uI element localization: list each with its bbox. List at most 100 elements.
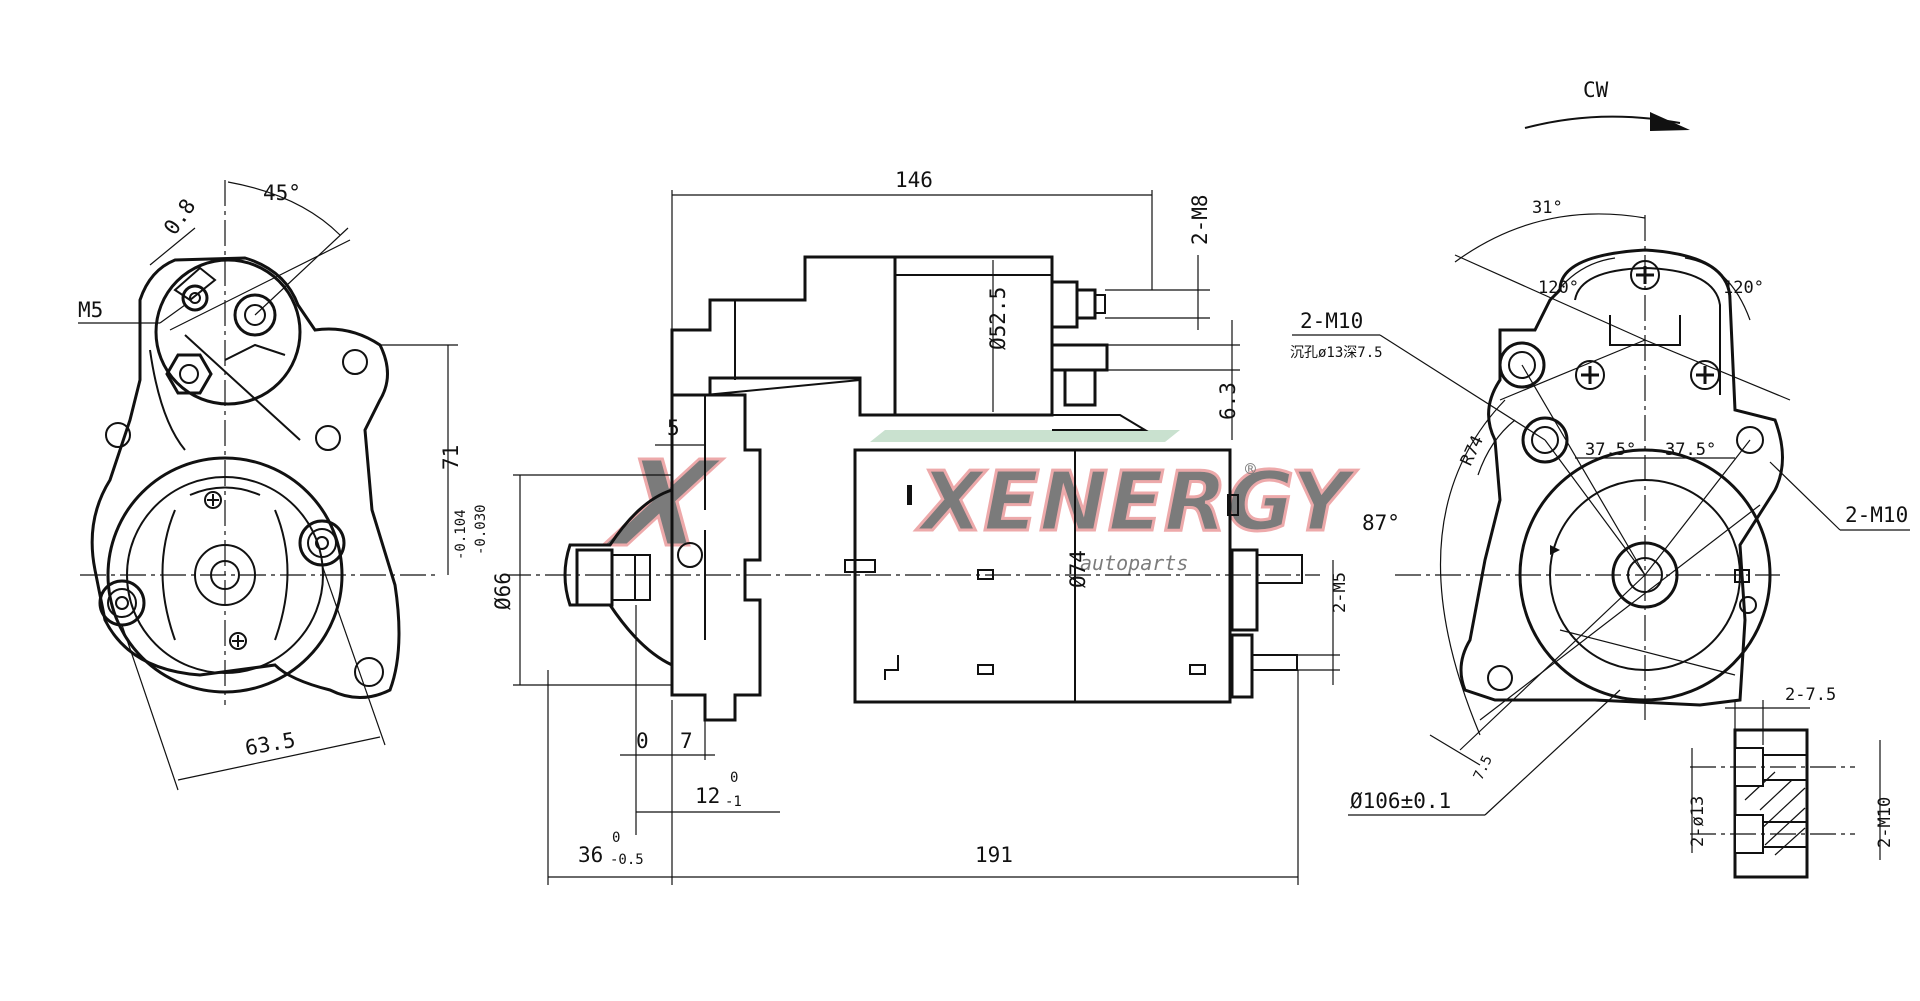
dim-120-left-label: 120° bbox=[1538, 278, 1579, 298]
rotation-indicator: CW bbox=[1524, 78, 1690, 131]
dim-106-leader bbox=[1484, 689, 1621, 816]
side-stud-block bbox=[1230, 633, 1254, 699]
dim-120-left-arc bbox=[1539, 257, 1616, 321]
left-hole-1 bbox=[105, 422, 131, 448]
side-terminal-1-stud bbox=[1094, 294, 1106, 314]
side-lever bbox=[704, 379, 861, 396]
section-detail: 2-7.5 2-ø13 2-M10 bbox=[1688, 685, 1895, 879]
left-slot-2 bbox=[274, 509, 289, 641]
watermark-stripe bbox=[870, 430, 1180, 442]
right-main-circle bbox=[1518, 448, 1772, 702]
right-screw-right-icon bbox=[1690, 360, 1720, 390]
right-screw-left-icon bbox=[1575, 360, 1605, 390]
side-terminal-1-head bbox=[1075, 288, 1097, 320]
right-arrow-marker bbox=[1550, 545, 1560, 555]
left-hole-4 bbox=[354, 657, 384, 687]
side-endcap-boss bbox=[1256, 554, 1303, 584]
dim-m5s-label: 2-M5 bbox=[1330, 572, 1350, 613]
left-screw-bottom-icon bbox=[229, 632, 247, 650]
dim-635-ext-right bbox=[321, 564, 386, 746]
left-hub-bore bbox=[210, 560, 240, 590]
side-pinion-collar bbox=[634, 554, 651, 601]
right-ref-line-2 bbox=[1544, 439, 1646, 576]
right-ref-line-3 bbox=[1644, 439, 1751, 576]
left-terminal-strap bbox=[173, 266, 217, 302]
side-stud bbox=[1251, 654, 1298, 671]
right-inner-circle bbox=[1549, 479, 1741, 671]
side-motor-body bbox=[853, 448, 1232, 704]
dim-191-label: 191 bbox=[975, 843, 1013, 867]
dim-m5-label: M5 bbox=[78, 298, 103, 322]
section-body bbox=[1733, 728, 1809, 879]
side-frame bbox=[670, 255, 897, 417]
dim-section-m10-label: 2-M10 bbox=[1875, 797, 1895, 848]
watermark-x-letter: X bbox=[596, 436, 728, 573]
rotation-arrowhead-icon bbox=[1650, 112, 1690, 131]
dim-31-label: 31° bbox=[1532, 198, 1563, 218]
left-hole-2 bbox=[342, 349, 368, 375]
left-screw-top-icon bbox=[204, 491, 222, 509]
side-slot-4 bbox=[1189, 664, 1206, 675]
right-ref-line-8 bbox=[1559, 629, 1736, 676]
right-hole-right bbox=[1736, 426, 1764, 454]
dim-75-line bbox=[1429, 734, 1481, 766]
dim-m8-label: 2-M8 bbox=[1188, 194, 1212, 245]
right-hub-bore bbox=[1627, 557, 1663, 593]
side-nose bbox=[563, 488, 673, 667]
dim-m10-right-label: 2-M10 bbox=[1845, 503, 1908, 527]
dim-36-label: 36 bbox=[578, 843, 603, 867]
dim-87-arc bbox=[1439, 399, 1506, 736]
left-housing-outline bbox=[90, 256, 401, 699]
side-slot-3 bbox=[977, 664, 994, 675]
watermark-sub: autoparts bbox=[1080, 551, 1188, 575]
side-slot-5 bbox=[884, 655, 899, 680]
left-solenoid-circle bbox=[154, 258, 302, 406]
side-tab bbox=[1227, 494, 1239, 516]
dim-45-arc bbox=[227, 181, 341, 236]
left-terminal-2-icon bbox=[165, 353, 213, 395]
right-housing-outline bbox=[1459, 248, 1784, 707]
left-main-circle bbox=[106, 456, 344, 694]
left-terminal-1-icon bbox=[233, 293, 277, 337]
dim-635-ext-left bbox=[121, 624, 179, 791]
side-pinion bbox=[575, 548, 614, 607]
dim-71-label: 71 bbox=[439, 445, 463, 470]
dim-m10-top-leader bbox=[1379, 334, 1546, 441]
dim-635-label: 63.5 bbox=[243, 728, 297, 760]
dim-section-13-label: 2-ø13 bbox=[1688, 796, 1708, 847]
side-bolt-head bbox=[677, 542, 703, 568]
side-frame-inner bbox=[734, 299, 805, 380]
left-slot-1 bbox=[161, 509, 176, 641]
side-solenoid bbox=[893, 255, 1054, 417]
dim-66-tol-lower: -0.104 bbox=[453, 509, 469, 560]
right-hole-bottom-left bbox=[1487, 665, 1513, 691]
left-slot-3 bbox=[189, 486, 261, 496]
dim-120-right-arc bbox=[1684, 257, 1751, 321]
side-endcap bbox=[1230, 548, 1259, 632]
side-slot-1 bbox=[907, 485, 912, 505]
dim-31-ext bbox=[1454, 254, 1646, 341]
left-terminal-3-icon bbox=[181, 284, 209, 312]
dim-66-tol-upper: -0.030 bbox=[473, 504, 489, 555]
dim-r74-arc bbox=[1477, 419, 1516, 476]
left-terminal-wire bbox=[224, 343, 286, 361]
dim-375-left-label: 37.5° bbox=[1585, 440, 1636, 460]
right-ref-line-1 bbox=[1521, 364, 1646, 576]
side-drive-housing bbox=[670, 330, 762, 722]
dim-12-tol-lower: -1 bbox=[725, 794, 742, 810]
side-view: 146 Ø52.5 2-M8 6.3 Ø74 bbox=[453, 168, 1350, 885]
right-ref-line-6 bbox=[1644, 339, 1791, 401]
side-brush-slot bbox=[844, 559, 876, 573]
dim-74-label: Ø74 bbox=[1066, 550, 1090, 588]
watermark-registered: ® bbox=[1245, 459, 1256, 480]
side-terminal-2 bbox=[1050, 343, 1109, 372]
dim-08-label: 0.8 bbox=[159, 194, 200, 239]
dim-120-right-label: 120° bbox=[1723, 278, 1764, 298]
dim-m10-right-leader bbox=[1769, 461, 1841, 531]
right-hub bbox=[1611, 541, 1679, 609]
right-solenoid-window bbox=[1609, 315, 1681, 346]
right-tab bbox=[1734, 569, 1750, 583]
dim-45-ext bbox=[254, 227, 349, 316]
dim-0-label: 0 bbox=[636, 729, 649, 753]
dim-08-line bbox=[149, 227, 196, 266]
